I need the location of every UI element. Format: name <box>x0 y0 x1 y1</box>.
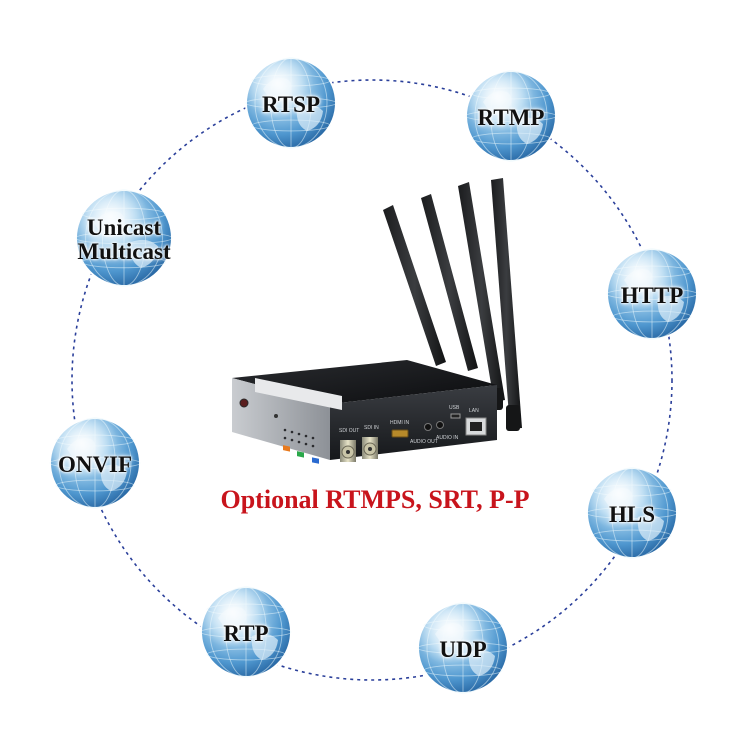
antenna-1 <box>383 205 446 366</box>
protocol-label-rtmp-line: RTMP <box>477 105 545 130</box>
globe-rtmp <box>465 70 557 162</box>
globe-http-highlight <box>607 249 697 339</box>
bnc-connector-sdi-in <box>362 437 378 459</box>
protocol-label-http: HTTP <box>621 284 684 308</box>
globe-onvif <box>49 417 141 509</box>
protocol-label-rtsp: RTSP <box>262 93 320 117</box>
protocol-globes <box>49 57 698 694</box>
antenna-3 <box>458 182 505 402</box>
optional-protocols-caption: Optional RTMPS, SRT, P-P <box>220 485 530 514</box>
protocol-label-onvif-line: ONVIF <box>57 452 133 477</box>
globe-unicast <box>75 189 173 287</box>
protocol-label-udp-line: UDP <box>439 637 487 662</box>
status-led-orange <box>283 445 290 452</box>
vent-holes <box>283 428 315 448</box>
port-label-audio-in: AUDIO IN <box>436 435 459 441</box>
status-led-blue <box>312 457 319 464</box>
bnc-connector-sdi-out <box>340 440 356 462</box>
port-label-usb: USB <box>449 405 460 411</box>
power-button <box>239 398 249 408</box>
globe-rtp <box>200 586 292 678</box>
protocol-label-rtsp-line: RTSP <box>262 92 320 117</box>
audio-out-jack <box>424 423 432 431</box>
antenna-base-4 <box>506 405 520 431</box>
globe-rtsp-highlight <box>246 58 336 148</box>
usb-port <box>450 413 461 419</box>
protocol-label-hls-line: HLS <box>608 502 656 527</box>
port-label-sdi-out: SDI OUT <box>339 428 360 434</box>
port-label-audio-out: AUDIO OUT <box>410 439 438 445</box>
dotted-ring <box>71 79 673 681</box>
audio-in-jack <box>436 421 444 429</box>
globe-hls-highlight <box>587 468 677 558</box>
side-panel <box>255 378 342 410</box>
globe-rtsp <box>245 57 337 149</box>
protocol-label-unicast-line: Multicast <box>77 239 171 264</box>
lan-port <box>465 417 487 436</box>
protocol-label-rtp: RTP <box>223 622 268 646</box>
port-label-sdi-in: SDI IN <box>364 425 379 431</box>
protocol-label-rtp-line: RTP <box>223 621 269 646</box>
protocol-label-udp: UDP <box>439 638 486 662</box>
protocol-label-rtmp: RTMP <box>478 106 545 130</box>
globe-udp <box>417 602 509 694</box>
port-label-hdmi-in: HDMI IN <box>390 420 410 426</box>
protocol-label-hls: HLS <box>609 503 655 527</box>
hdmi-port <box>391 429 409 438</box>
protocol-label-onvif: ONVIF <box>58 453 132 477</box>
globe-rtmp-highlight <box>466 71 556 161</box>
globe-hls <box>586 467 678 559</box>
protocol-label-http-line: HTTP <box>620 283 684 308</box>
reset-hole <box>274 414 278 418</box>
globe-onvif-highlight <box>50 418 140 508</box>
protocol-label-unicast-line: Unicast <box>86 215 162 240</box>
port-label-lan: LAN <box>469 408 479 414</box>
status-led-green <box>297 451 304 458</box>
antenna-2 <box>421 194 478 371</box>
antenna-4 <box>491 178 522 429</box>
globe-rtp-highlight <box>201 587 291 677</box>
globe-unicast-highlight <box>76 190 172 286</box>
globe-http <box>606 248 698 340</box>
antennas <box>383 178 522 431</box>
globe-udp-highlight <box>418 603 508 693</box>
streaming-encoder-device <box>232 178 522 464</box>
